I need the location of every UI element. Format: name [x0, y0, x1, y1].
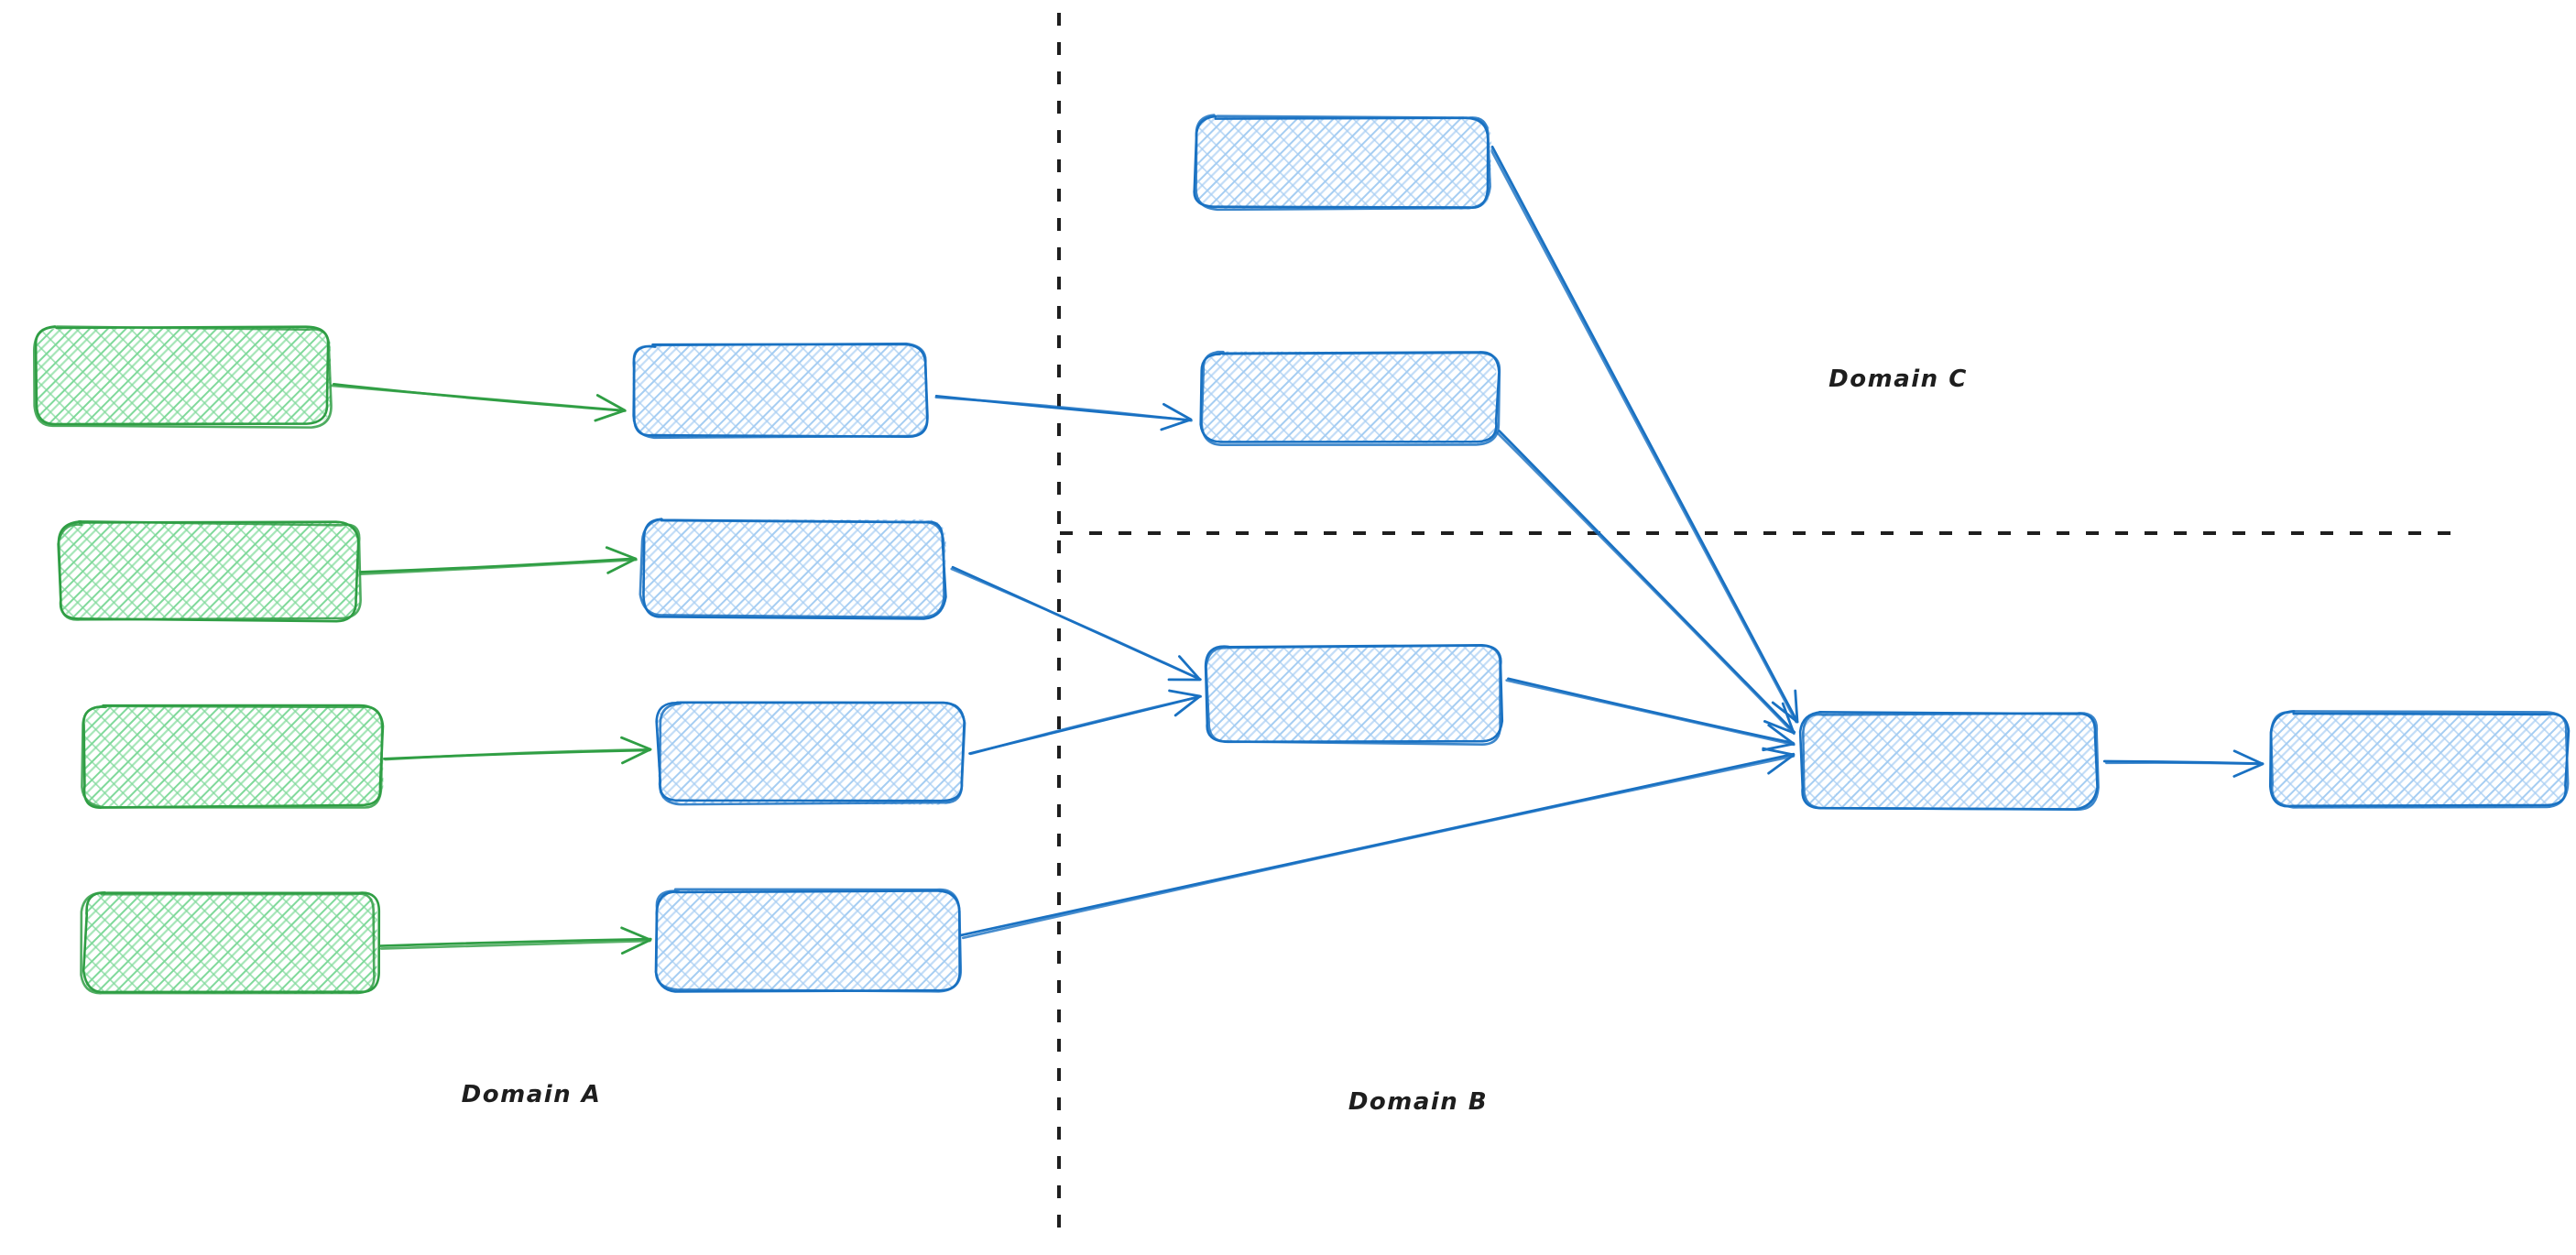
node-b4[interactable] [654, 888, 963, 993]
node-outline-a4 [80, 891, 376, 995]
node-b3[interactable] [655, 701, 966, 806]
edge-a3-to-b3 [382, 736, 652, 765]
edge-b1-to-c2 [934, 394, 1193, 431]
edge-arrowhead [594, 394, 627, 422]
edge-line [358, 557, 637, 573]
edge-c2-to-d1 [1496, 429, 1796, 736]
node-fill2-c3 [1206, 646, 1503, 742]
edge-line [1496, 431, 1796, 736]
node-fill2-b2 [641, 518, 946, 617]
edge-arrowhead [620, 736, 652, 765]
edge-line [1505, 679, 1796, 747]
domain-dividers [1057, 13, 2461, 1244]
node-outline-a3 [81, 704, 384, 809]
edge-line [1489, 147, 1798, 724]
label-domain-b: Domain B [1348, 1088, 1488, 1116]
nodes-layer [32, 114, 2571, 995]
edge-arrowhead [620, 926, 652, 955]
node-outline-b2 [639, 518, 945, 619]
node-outline-c1 [1195, 114, 1491, 212]
edge-line [934, 396, 1193, 422]
node-outline-a1 [32, 325, 333, 429]
node-outline-c3 [1205, 644, 1501, 747]
label-domain-a: Domain A [462, 1081, 602, 1108]
edge-line [330, 384, 626, 412]
edge-b4-to-d1 [959, 747, 1796, 940]
node-a2[interactable] [57, 519, 362, 623]
node-b1[interactable] [632, 342, 929, 440]
node-a3[interactable] [81, 704, 385, 809]
edge-arrowhead [1762, 747, 1796, 775]
node-a4[interactable] [80, 891, 381, 995]
edge-arrowhead [1762, 724, 1796, 752]
node-fill2-a1 [36, 327, 332, 425]
edge-line [359, 558, 638, 576]
edge-a1-to-b1 [330, 383, 627, 422]
node-fill2-e1 [2271, 712, 2569, 809]
edge-arrowhead [1771, 689, 1799, 724]
edges-layer [330, 145, 2265, 955]
edge-line [1490, 145, 1799, 724]
edge-b2-to-c3 [950, 565, 1202, 682]
node-fill2-a2 [60, 520, 360, 619]
node-fill2-c1 [1195, 116, 1492, 210]
node-outline-b3 [658, 701, 966, 806]
node-fill2-a3 [84, 704, 384, 807]
node-outline-d1 [1801, 712, 2100, 811]
edge-arrowhead [1763, 702, 1796, 735]
edge-line [384, 748, 652, 761]
node-outline-a2 [57, 519, 362, 621]
node-outline-e1 [2269, 710, 2570, 809]
edge-c1-to-d1 [1489, 145, 1799, 724]
edge-b3-to-c3 [968, 689, 1203, 756]
node-fill2-b3 [657, 703, 964, 805]
node-b2[interactable] [639, 518, 947, 620]
node-c2[interactable] [1199, 350, 1501, 446]
edge-line [379, 937, 652, 947]
edge-line [969, 694, 1203, 756]
node-fill2-b1 [632, 344, 928, 439]
node-fill2-c2 [1202, 350, 1498, 444]
node-a1[interactable] [32, 325, 333, 429]
node-c1[interactable] [1193, 114, 1492, 212]
edge-c3-to-d1 [1505, 677, 1796, 752]
edge-a4-to-b4 [379, 926, 652, 955]
node-fill2-b4 [655, 889, 959, 991]
label-domain-c: Domain C [1828, 366, 1968, 393]
node-d1[interactable] [1798, 710, 2100, 811]
edge-arrowhead [2232, 749, 2265, 778]
edge-a2-to-b2 [358, 546, 638, 576]
edge-line [2105, 761, 2264, 766]
edge-arrowhead [605, 546, 638, 574]
edge-arrowhead [1160, 402, 1193, 431]
node-fill2-d1 [1801, 712, 2098, 809]
node-outline-c2 [1200, 350, 1501, 446]
edge-line [950, 567, 1202, 682]
edge-arrowhead [1168, 689, 1202, 717]
node-fill2-a4 [84, 892, 377, 994]
node-outline-b4 [654, 888, 963, 993]
domain-labels-layer: Domain A Domain B Domain C [462, 366, 1968, 1116]
edge-line [961, 755, 1796, 940]
edge-d1-to-e1 [2102, 749, 2265, 778]
edge-line [379, 939, 651, 950]
edge-arrowhead [1167, 655, 1202, 682]
node-c3[interactable] [1204, 644, 1504, 747]
node-outline-b1 [632, 342, 929, 440]
node-e1[interactable] [2268, 710, 2571, 809]
